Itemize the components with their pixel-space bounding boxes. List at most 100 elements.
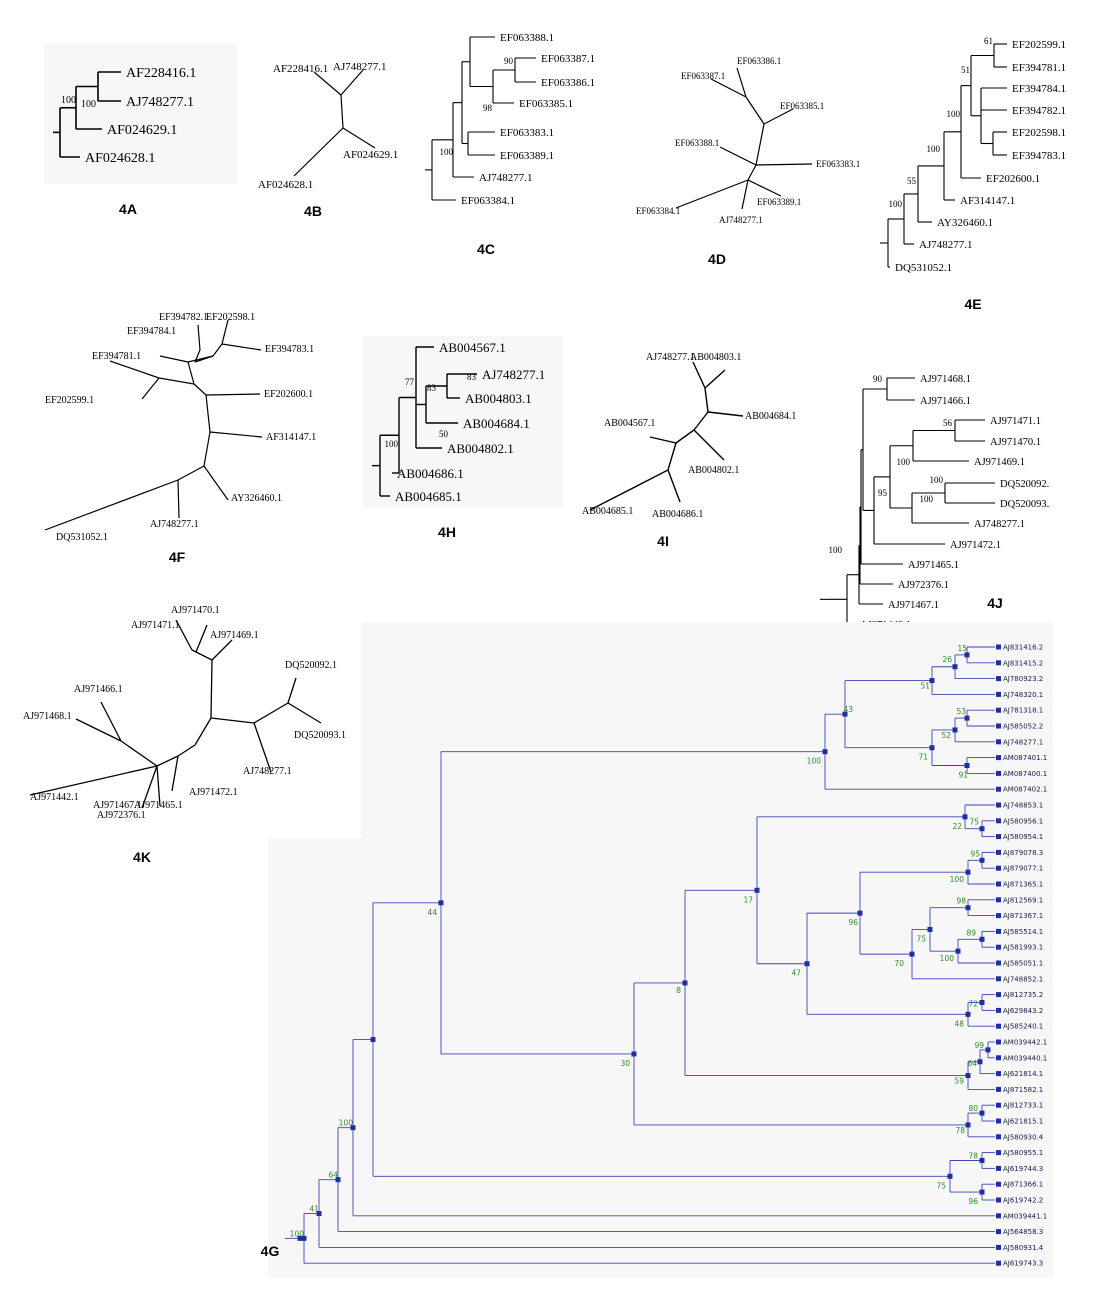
panel-label-4h: 4H xyxy=(438,524,456,540)
leaf-marker xyxy=(996,881,1001,887)
leaf-label: EF063386.1 xyxy=(737,56,781,66)
branch xyxy=(340,69,364,96)
bootstrap-value: 100 xyxy=(807,757,822,766)
leaf-marker xyxy=(996,676,1001,682)
panel-4i: AJ748277.1AB004803.1AB004684.1AB004567.1… xyxy=(582,352,796,549)
branch xyxy=(755,163,813,166)
bootstrap-value: 100 xyxy=(81,99,96,110)
bootstrap-value: 47 xyxy=(791,969,801,978)
leaf-label: EF394781.1 xyxy=(92,351,141,362)
node-marker xyxy=(965,869,971,875)
bootstrap-value: 17 xyxy=(743,895,753,904)
branch xyxy=(156,755,179,767)
leaf-label: EF063387.1 xyxy=(681,71,725,81)
leaf-label: AJ585514.1 xyxy=(1003,928,1043,936)
leaf-marker xyxy=(996,723,1001,729)
branch xyxy=(692,361,706,389)
leaf-label: EF063387.1 xyxy=(541,53,595,65)
branch xyxy=(589,469,669,511)
leaf-label: DQ520093.1 xyxy=(294,730,346,741)
bootstrap-value: 100 xyxy=(61,95,76,106)
bootstrap-value: 100 xyxy=(950,875,965,884)
leaf-label: AJ871582.1 xyxy=(1003,1086,1043,1094)
leaf-label: AJ748277.1 xyxy=(646,352,695,363)
branch xyxy=(109,360,160,379)
leaf-label: AJ748320.1 xyxy=(1003,691,1043,699)
leaf-label: EF063384.1 xyxy=(461,195,515,207)
node-marker xyxy=(979,936,985,942)
leaf-label: AJ971468.1 xyxy=(920,374,971,385)
leaf-label: AJ748277.1 xyxy=(719,215,763,225)
branch xyxy=(210,717,255,724)
branch xyxy=(210,659,213,719)
leaf-label: AM039441.1 xyxy=(1003,1212,1047,1220)
leaf-label: DQ531052.1 xyxy=(895,262,952,274)
branch xyxy=(75,718,122,742)
panel-background xyxy=(363,336,563,508)
leaf-label: AJ748277.1 xyxy=(150,519,199,530)
bootstrap-value: 96 xyxy=(968,1197,978,1206)
node-marker xyxy=(929,745,935,751)
panel-label-4f: 4F xyxy=(169,549,186,565)
leaf-marker xyxy=(996,707,1001,713)
panel-label-4e: 4E xyxy=(964,296,981,312)
bootstrap-value: 61 xyxy=(984,36,993,46)
leaf-label: AJ585240.1 xyxy=(1003,1023,1043,1031)
leaf-label: AB004803.1 xyxy=(690,352,741,363)
bootstrap-value: 55 xyxy=(907,176,917,186)
leaf-label: AJ585051.1 xyxy=(1003,960,1043,968)
leaf-label: EF202599.1 xyxy=(45,395,94,406)
panel-label-4c: 4C xyxy=(477,241,495,257)
branch xyxy=(44,479,179,531)
bootstrap-value: 100 xyxy=(940,954,955,963)
bootstrap-value: 64 xyxy=(328,1171,338,1180)
leaf-label: EF394783.1 xyxy=(265,344,314,355)
node-marker xyxy=(965,1011,971,1017)
bootstrap-value: 100 xyxy=(339,1119,354,1128)
leaf-label: AJ619744.3 xyxy=(1003,1165,1043,1173)
node-marker xyxy=(952,727,958,733)
leaf-label: AB004685.1 xyxy=(395,489,462,504)
leaf-marker xyxy=(996,1023,1001,1029)
leaf-label: EF063385.1 xyxy=(519,98,573,110)
leaf-label: EF063383.1 xyxy=(816,159,860,169)
bootstrap-value: 52 xyxy=(941,731,951,740)
branch xyxy=(710,78,747,98)
branch xyxy=(205,394,211,433)
node-marker xyxy=(979,1189,985,1195)
leaf-marker xyxy=(996,960,1001,966)
node-marker xyxy=(947,1173,953,1179)
branch xyxy=(293,127,344,177)
leaf-marker xyxy=(996,1071,1001,1077)
leaf-label: AJ971469.1 xyxy=(210,630,259,641)
leaf-label: DQ531052.1 xyxy=(56,532,108,543)
branch xyxy=(203,431,211,467)
bootstrap-value: 8 xyxy=(676,986,681,995)
branch xyxy=(175,619,193,651)
panel-4a: AF228416.1AJ748277.1AF024629.1AF024628.1… xyxy=(44,43,237,217)
bootstrap-value: 53 xyxy=(956,707,966,716)
leaf-label: AF024629.1 xyxy=(343,149,398,161)
leaf-label: AB004684.1 xyxy=(463,416,530,431)
leaf-label: AJ971472.1 xyxy=(189,787,238,798)
bootstrap-value: 26 xyxy=(942,655,952,664)
node-marker xyxy=(965,1122,971,1128)
leaf-label: AJ871365.1 xyxy=(1003,881,1043,889)
leaf-label: AJ580930.4 xyxy=(1003,1133,1044,1141)
branch xyxy=(212,343,223,357)
leaf-marker xyxy=(996,739,1001,745)
leaf-label: EF394784.1 xyxy=(1012,83,1066,95)
leaf-marker xyxy=(996,1229,1001,1235)
branch xyxy=(755,123,765,166)
branch xyxy=(667,442,677,471)
leaf-label: AJ748277.1 xyxy=(126,95,194,110)
branch xyxy=(741,179,749,210)
leaf-label: AJ748277.1 xyxy=(479,172,532,184)
leaf-label: EF202598.1 xyxy=(206,312,255,323)
leaf-marker xyxy=(996,944,1001,950)
leaf-label: AJ748277.1 xyxy=(1003,738,1043,746)
leaf-label: AJ879077.1 xyxy=(1003,865,1043,873)
leaf-marker xyxy=(996,1102,1001,1108)
bootstrap-value: 90 xyxy=(873,374,883,384)
